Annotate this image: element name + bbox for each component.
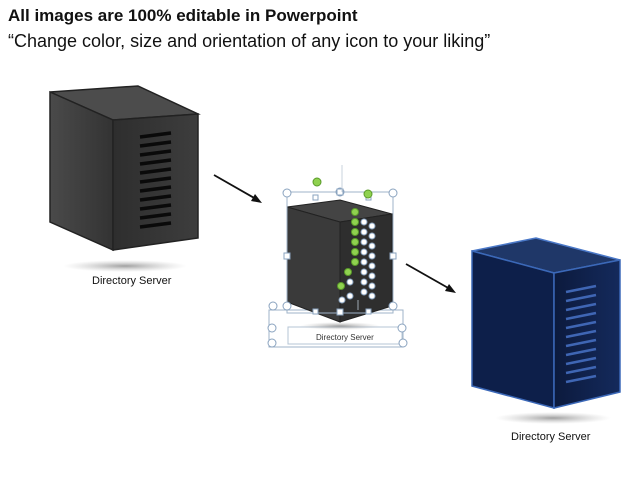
server-front — [471, 250, 555, 409]
server-vent-slots — [139, 131, 172, 229]
server-icon-navy[interactable] — [471, 237, 621, 424]
connector-lines — [341, 165, 359, 310]
server-icon-editing[interactable] — [267, 165, 408, 348]
server-front — [49, 90, 114, 252]
rotation-handles[interactable] — [312, 177, 373, 290]
server-front — [286, 206, 341, 323]
server-side — [112, 113, 199, 251]
server-caption: Directory Server — [511, 431, 591, 443]
arrow-right-down-icon — [405, 263, 456, 293]
slide-title: All images are 100% editable in Powerpoi… — [8, 6, 358, 25]
server-vent-slots — [565, 284, 597, 384]
arrow-right-down-icon — [213, 174, 262, 203]
server-caption: Directory Server — [92, 275, 172, 287]
slot-handles[interactable] — [338, 218, 376, 304]
server-shadow — [495, 412, 611, 424]
slide-subtitle: “Change color, size and orientation of a… — [8, 31, 491, 51]
server-caption[interactable]: Directory Server — [316, 333, 374, 342]
selection-handles[interactable] — [267, 187, 408, 348]
server-shadow — [300, 322, 380, 330]
server-icon-dark[interactable] — [49, 85, 201, 272]
server-shadow — [63, 260, 187, 272]
